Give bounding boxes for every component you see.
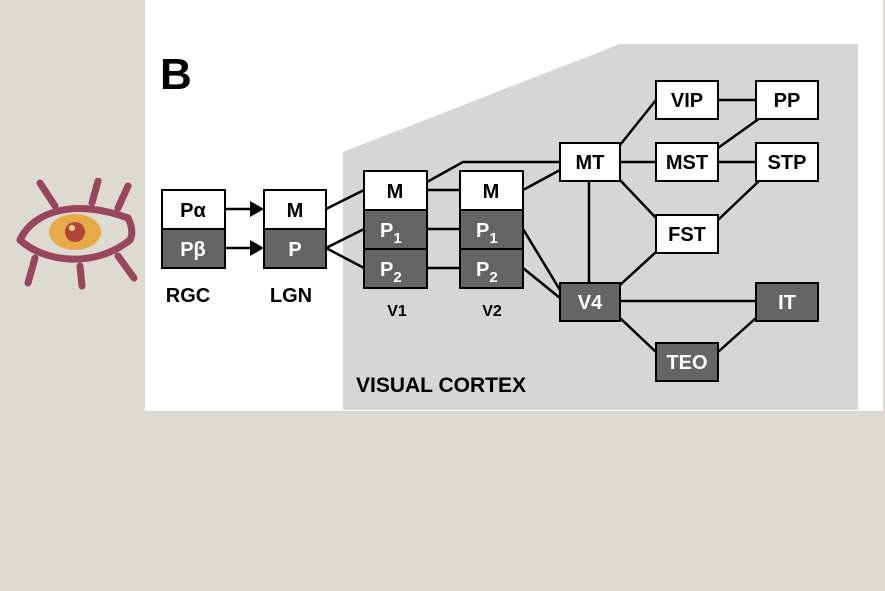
edge-v2m-mt — [522, 168, 561, 192]
label-v4: V4 — [578, 292, 603, 314]
arrowhead-icon — [250, 201, 264, 217]
label-stp: STP — [768, 152, 807, 174]
label-v1-m: M — [387, 181, 404, 203]
column-label-lgn: LGN — [270, 285, 312, 307]
node-mt — [559, 142, 621, 182]
edge-v4-teo — [619, 317, 657, 353]
label-rgc-alpha: Pα — [180, 200, 206, 222]
edge-teo-it — [717, 317, 757, 353]
arrows — [226, 201, 264, 256]
label-vip: VIP — [671, 90, 703, 112]
node-v2-p1 — [459, 209, 524, 250]
node-fst — [655, 214, 719, 254]
node-mst — [655, 142, 719, 182]
node-v4 — [559, 282, 621, 322]
label-v1-p1: P1 — [380, 220, 402, 247]
edge-fst-v4 — [619, 251, 657, 286]
node-stp — [755, 142, 819, 182]
node-it — [755, 282, 819, 322]
column-label-v1: V1 — [387, 303, 407, 320]
eye-icon — [16, 178, 138, 290]
node-lgn-p — [263, 228, 327, 269]
label-it: IT — [778, 292, 796, 314]
edge-v1m-mt — [426, 160, 560, 184]
arrowhead-icon — [250, 240, 264, 256]
edge-v1p2-lgnp — [325, 246, 365, 270]
edge-v2p1-v4 — [521, 228, 562, 291]
node-v1-m — [363, 170, 428, 211]
label-lgn-m: M — [287, 200, 304, 222]
column-label-v2: V2 — [482, 303, 502, 320]
node-rgc-alpha — [161, 189, 226, 230]
edge-fst-stp — [717, 179, 761, 221]
label-v2-p1: P1 — [476, 220, 498, 247]
visual-cortex-region — [343, 44, 858, 410]
label-mst: MST — [666, 152, 708, 174]
label-mt: MT — [576, 152, 605, 174]
label-v2-m: M — [483, 181, 500, 203]
edge-v1m-lgnm — [325, 188, 365, 211]
node-v2-p2 — [459, 248, 524, 289]
label-teo: TEO — [666, 352, 707, 374]
node-rgc-beta — [161, 228, 226, 269]
node-v1-p2 — [363, 248, 428, 289]
edge-v2p2-v4 — [522, 267, 561, 299]
label-pp: PP — [774, 90, 801, 112]
edge-v1p1-lgnp — [325, 227, 365, 250]
edge-mt-fst — [619, 179, 657, 219]
node-teo — [655, 342, 719, 382]
label-v1-p2: P2 — [380, 259, 402, 286]
edge-mst-pp — [717, 116, 761, 150]
connections — [325, 98, 761, 353]
node-lgn-m — [263, 189, 327, 230]
label-fst: FST — [668, 224, 706, 246]
node-v1-p1 — [363, 209, 428, 250]
label-v2-p2: P2 — [476, 259, 498, 286]
column-label-rgc: RGC — [166, 285, 210, 307]
edge-mt-vip — [619, 99, 657, 146]
panel-letter: B — [160, 50, 192, 99]
node-vip — [655, 80, 719, 120]
node-pp — [755, 80, 819, 120]
label-rgc-beta: Pβ — [180, 239, 206, 261]
visual-cortex-label: VISUAL CORTEX — [356, 374, 526, 397]
label-lgn-p: P — [288, 239, 301, 261]
